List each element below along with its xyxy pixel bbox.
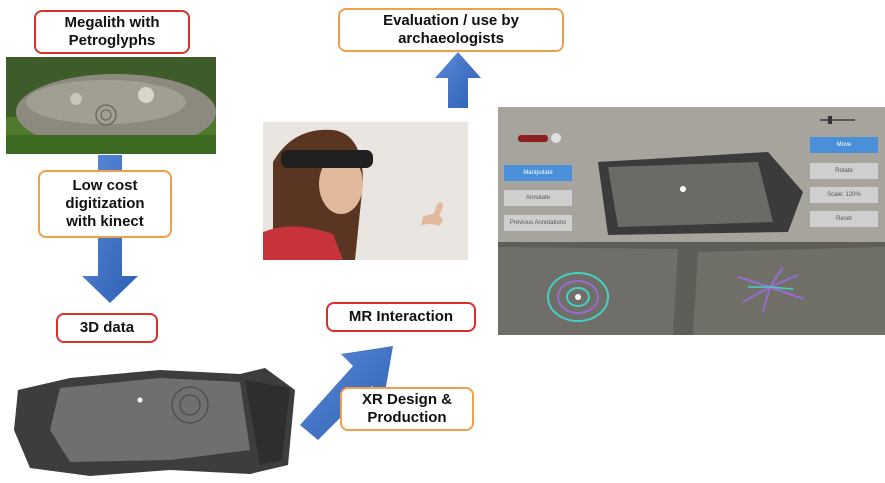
move-button[interactable]: Move — [810, 137, 878, 153]
xr-design-label: XR Design & Production — [340, 387, 474, 431]
scale-indicator: Scale: 120% — [810, 187, 878, 203]
previous-annotations-button[interactable]: Previous Annotations — [504, 215, 572, 231]
data-label: 3D data — [56, 313, 158, 343]
digitization-label: Low cost digitization with kinect — [38, 170, 172, 238]
mr-interface-screenshot: Manipulate Annotate Previous Annotations… — [498, 107, 885, 335]
scan-3d-model — [10, 360, 300, 480]
rotate-button[interactable]: Rotate — [810, 163, 878, 179]
manipulate-button[interactable]: Manipulate — [504, 165, 572, 181]
evaluation-label: Evaluation / use by archaeologists — [338, 8, 564, 52]
hololens-user-photo — [263, 122, 468, 260]
megalith-label: Megalith with Petroglyphs — [34, 10, 190, 54]
reset-button[interactable]: Reset — [810, 211, 878, 227]
megalith-photo — [6, 57, 216, 154]
mr-interaction-label: MR Interaction — [326, 302, 476, 332]
annotate-button[interactable]: Annotate — [504, 190, 572, 206]
up-arrow — [435, 52, 481, 108]
